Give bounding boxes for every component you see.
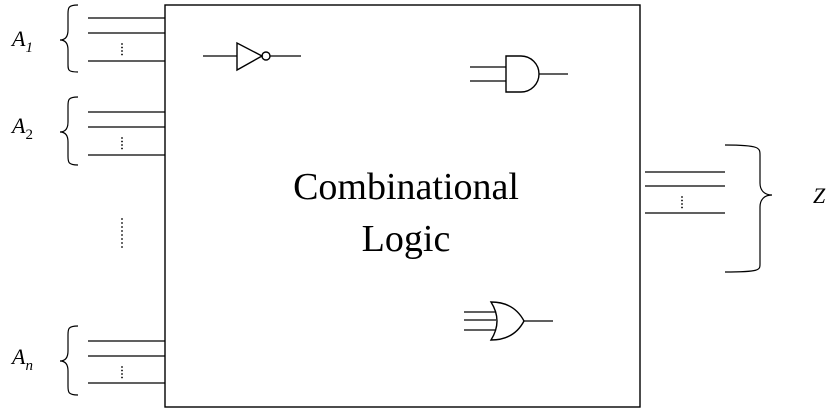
input-label-letter: A: [10, 113, 26, 138]
input-bus-an: [59, 325, 165, 396]
logic-block: [164, 4, 641, 408]
input-brace-a2: [59, 96, 79, 166]
inputs-ellipsis: [121, 218, 123, 248]
input-bus-a1: [59, 4, 165, 73]
input-brace-a1: [59, 4, 79, 73]
input-label-a1: A1: [10, 26, 33, 56]
or-gate-body: [489, 301, 525, 341]
block-title-line1: Combinational: [293, 166, 519, 208]
bus-ellipsis-z: [681, 196, 683, 209]
ellipsis-dots: [121, 43, 683, 379]
input-label-a2: A2: [10, 113, 33, 143]
input-label-letter: A: [10, 26, 26, 51]
input-label-subscript: 1: [25, 40, 33, 56]
input-label-letter: A: [10, 344, 26, 369]
input-label-subscript: 2: [25, 127, 33, 143]
input-brace-an: [59, 325, 79, 396]
output-brace-z: [724, 144, 773, 273]
and-gate-body: [505, 55, 540, 93]
output-label-z: Z: [813, 183, 826, 208]
bus-ellipsis-an: [121, 366, 123, 379]
inverter-gate: [203, 41, 301, 72]
or-gate: [464, 301, 553, 341]
input-bus-a2: [59, 96, 165, 166]
output-bus-z: [645, 144, 773, 273]
input-label-an: An: [10, 344, 33, 374]
and-gate: [470, 55, 568, 93]
bus-ellipsis-a1: [121, 43, 123, 56]
inverter-triangle: [236, 41, 264, 72]
bus-ellipsis-a2: [121, 137, 123, 150]
input-label-subscript: n: [25, 358, 33, 374]
block-title-line2: Logic: [362, 218, 451, 260]
